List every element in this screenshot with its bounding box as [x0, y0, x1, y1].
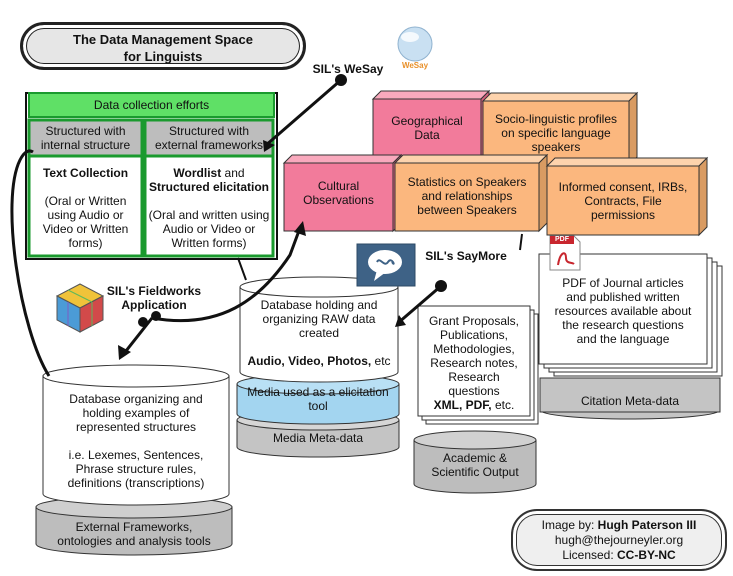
- cultural-line2: Observations: [303, 193, 374, 207]
- consent-line3: permissions: [590, 208, 656, 222]
- elicitation-line1: Media used as a elicitation: [247, 385, 389, 399]
- wordlist-title-line1: Wordlist and: [145, 166, 273, 180]
- wordlist-and: and: [221, 166, 245, 180]
- col2-body-2: Audio or Video or: [162, 222, 256, 236]
- citation-line4: the research questions: [562, 318, 684, 332]
- examples-line1: Database organizing and: [69, 392, 203, 406]
- col2-body-3: Written forms): [171, 236, 247, 250]
- frameworks-meta-line2: ontologies and analysis tools: [57, 534, 211, 548]
- wordlist-title: Wordlist: [173, 166, 222, 180]
- statistics-line2: and relationships: [421, 189, 513, 203]
- media-db-line2: organizing RAW data: [262, 312, 376, 326]
- statistics-cube: [393, 153, 549, 233]
- citation-documents: [538, 253, 723, 420]
- examples-line2: holding examples of: [82, 406, 190, 420]
- academic-meta-line1: Academic &: [442, 451, 508, 465]
- sociolinguistic-line1: Socio-linguistic profiles: [494, 112, 618, 126]
- academic-line2: Publications,: [439, 328, 509, 342]
- title-line-2: for Linguists: [123, 49, 203, 64]
- academic-output-documents: [413, 305, 539, 494]
- media-meta-label: Media Meta-data: [272, 431, 364, 445]
- col2-header-line2: external frameworks: [154, 138, 264, 152]
- col1-header-line2: internal structure: [40, 138, 131, 152]
- saymore-logo: [356, 243, 416, 287]
- title-box: The Data Management Space for Linguists: [20, 22, 306, 70]
- statistics-line3: between Speakers: [417, 203, 517, 217]
- pdf-icon-label: PDF: [555, 236, 569, 243]
- col2-header-line1: Structured with: [168, 124, 250, 138]
- media-types-etc: etc: [371, 354, 391, 368]
- credit-box: Image by: Hugh Paterson III hugh@thejour…: [511, 509, 727, 571]
- license-prefix: Licensed:: [562, 548, 618, 562]
- text-collection-title: Text Collection: [42, 166, 129, 180]
- consent-line1: Informed consent, IRBs,: [558, 180, 688, 194]
- data-collection-box: [25, 92, 278, 260]
- wesay-label: SIL's WeSay: [312, 62, 384, 76]
- examples-list-2: Phrase structure rules,: [75, 462, 197, 476]
- media-database: [236, 276, 400, 458]
- pdf-icon: [549, 235, 581, 271]
- col1-header-line1: Structured with: [45, 124, 126, 138]
- geographical-line2: Data: [414, 128, 440, 142]
- cultural-line1: Cultural: [317, 179, 360, 193]
- sociolinguistic-cube: [481, 91, 639, 167]
- media-db-line1: Database holding and: [260, 298, 378, 312]
- citation-line1: PDF of Journal articles: [562, 276, 684, 290]
- arrowheads: [118, 74, 447, 360]
- examples-list-3: definitions (transcriptions): [67, 476, 205, 490]
- fieldworks-label-1: SIL's Fieldworks: [106, 284, 202, 298]
- credit-email: hugh@thejourneyler.org: [554, 533, 684, 547]
- examples-list-1: i.e. Lexemes, Sentences,: [68, 448, 204, 462]
- academic-formats-etc: etc.: [491, 398, 515, 412]
- data-collection-header: Data collection efforts: [93, 98, 210, 112]
- examples-line3: represented structures: [75, 420, 197, 434]
- citation-line5: and the language: [576, 332, 670, 346]
- frameworks-meta-line1: External Frameworks,: [75, 520, 193, 534]
- media-db-line3: created: [298, 326, 340, 340]
- fieldworks-label-2: Application: [121, 298, 187, 312]
- citation-line3: resources available about: [554, 304, 692, 318]
- credit-author-line: Image by: Hugh Paterson III: [513, 518, 725, 533]
- sociolinguistic-line2: on specific language: [501, 126, 611, 140]
- credit-author: Hugh Paterson III: [597, 518, 697, 532]
- saymore-label: SIL's SayMore: [425, 249, 507, 263]
- consent-line2: Contracts, File: [584, 194, 662, 208]
- statistics-line1: Statistics on Speakers: [407, 175, 527, 189]
- title-line-1: The Data Management Space: [73, 32, 253, 47]
- academic-meta-line2: Scientific Output: [431, 465, 519, 479]
- media-db-types: Audio, Video, Photos, etc: [240, 354, 398, 368]
- credit-license-line: Licensed: CC-BY-NC: [513, 548, 725, 563]
- academic-formats-bold: XML, PDF,: [433, 398, 492, 412]
- col1-body-2: using Audio or: [47, 208, 124, 222]
- structured-elicitation-title: Structured elicitation: [148, 180, 270, 194]
- examples-database: [35, 364, 233, 556]
- academic-line1: Grant Proposals,: [428, 314, 520, 328]
- credit-prefix: Image by:: [541, 518, 598, 532]
- academic-line3: Methodologies,: [433, 342, 515, 356]
- wesay-logo: [397, 26, 433, 62]
- col1-body-3: Video or Written: [42, 222, 129, 236]
- sociolinguistic-line3: speakers: [531, 140, 581, 154]
- col1-body-1: (Oral or Written: [44, 194, 127, 208]
- wesay-logo-text: WeSay: [401, 61, 429, 70]
- geographical-line1: Geographical: [391, 114, 463, 128]
- elicitation-line2: tool: [308, 399, 328, 413]
- col2-body-1: (Oral and written using: [148, 208, 270, 222]
- citation-line2: and published written: [566, 290, 680, 304]
- consent-cube: [545, 156, 709, 237]
- academic-line6: questions: [448, 384, 500, 398]
- fieldworks-logo: [55, 283, 105, 333]
- col1-body-4: forms): [68, 236, 103, 250]
- academic-line4: Research notes,: [430, 356, 518, 370]
- citation-meta-label: Citation Meta-data: [580, 394, 680, 408]
- license-value: CC-BY-NC: [617, 548, 676, 562]
- academic-line5: Research: [448, 370, 500, 384]
- media-types-bold: Audio, Video, Photos,: [247, 354, 372, 368]
- academic-formats: XML, PDF, etc.: [418, 398, 530, 412]
